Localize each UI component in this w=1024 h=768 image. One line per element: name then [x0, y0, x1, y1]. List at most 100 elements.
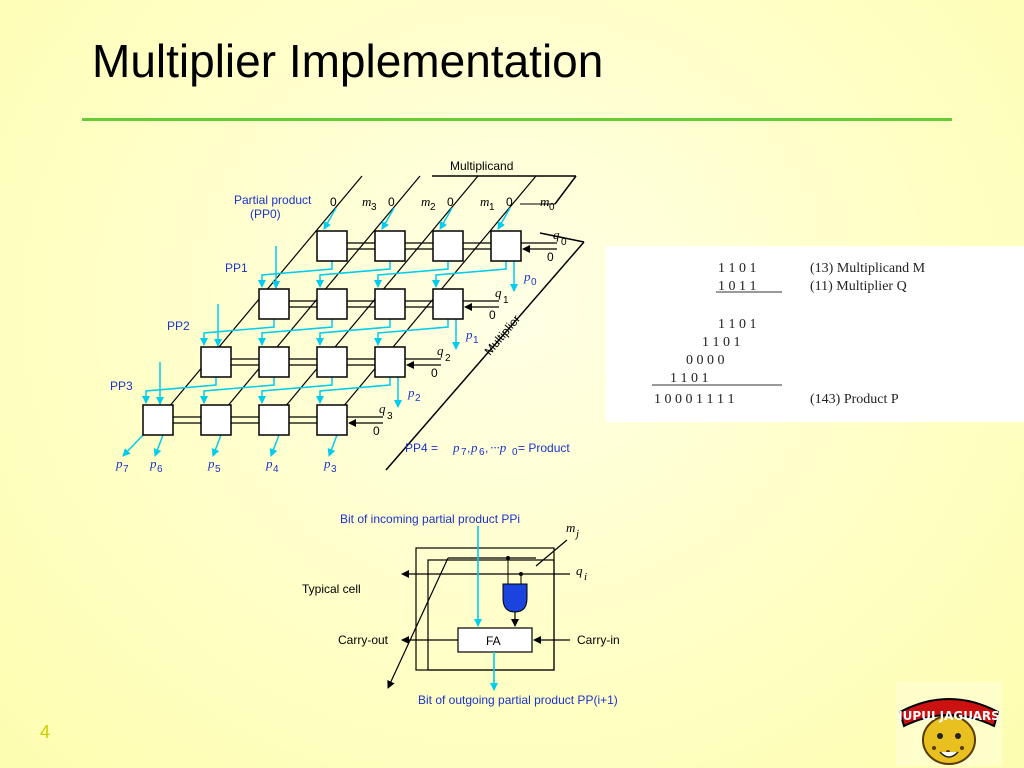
pp-wire [316, 377, 391, 404]
product-bit-subscript: 5 [215, 464, 221, 475]
svg-text:= Product: = Product [518, 441, 570, 455]
table-row-multiplier-desc: (11) Multiplier Q [810, 279, 907, 294]
pp0-bit-label: 0 [330, 195, 337, 209]
array-cell [258, 288, 290, 320]
multiplier-bit-label: q [495, 285, 502, 300]
product-bit-label: p [207, 456, 215, 471]
p-output [153, 434, 164, 457]
array-cell [374, 346, 406, 378]
multiplier-bit-label: q [553, 227, 560, 242]
array-cell [142, 404, 174, 436]
title-divider [82, 118, 952, 121]
pp0-bit-label: 0 [506, 195, 513, 209]
product-bit-label: p [265, 456, 273, 471]
product-bit-label: p [149, 456, 157, 471]
table-row-product-desc: (143) Product P [810, 392, 899, 407]
multiplier-bit-subscript: 2 [445, 353, 451, 364]
multiplier-label: Multiplier [482, 312, 524, 358]
table-row-partial-2: 1 1 0 1 [702, 335, 741, 350]
pp4-equation: PP4 = p 7 , p 6 , ···p 0 = Product [405, 440, 570, 458]
pp-wire [258, 261, 333, 288]
table-row-partial-1: 1 1 0 1 [718, 317, 757, 332]
carry-in-zero: 0 [489, 308, 496, 322]
pp0-label-sub: (PP0) [250, 207, 281, 221]
pp0-input [323, 207, 337, 230]
svg-text:m: m [566, 520, 575, 535]
example-multiplication-table: 1 1 0 1 (13) Multiplicand M 1 0 1 1 (11)… [652, 261, 926, 407]
pp0-input [497, 207, 511, 230]
array-cell [316, 230, 348, 262]
carry-in-zero: 0 [373, 424, 380, 438]
typical-cell-label: Typical cell [302, 582, 361, 596]
incoming-pp-label: Bit of incoming partial product PPi [340, 512, 520, 526]
array-cell [374, 230, 406, 262]
multiplier-bit-subscript: 1 [503, 295, 509, 306]
full-adder-box [457, 627, 533, 653]
multiplicand-bit-subscript: 1 [489, 202, 495, 213]
svg-text:p: p [452, 440, 460, 455]
array-cell [258, 346, 290, 378]
slide-title: Multiplier Implementation [92, 35, 604, 87]
carry-in-zero: 0 [547, 250, 554, 264]
table-row-product-bits: 1 0 0 0 1 1 1 1 [654, 392, 735, 407]
p-output [269, 434, 280, 457]
multiplicand-bit-label: m [421, 194, 430, 209]
product-bit-subscript: 0 [531, 277, 537, 288]
array-cell [316, 288, 348, 320]
qi-label: q i [576, 563, 587, 583]
svg-text:p: p [470, 440, 478, 455]
array-cell [432, 288, 464, 320]
array-wiring [385, 175, 585, 471]
and-gate-icon [502, 583, 528, 613]
multiplier-bit-subscript: 3 [387, 411, 393, 422]
array-cell [490, 230, 522, 262]
mj-label: m j [566, 520, 579, 540]
multiplicand-bit-label: m [362, 194, 371, 209]
carry-out-label: Carry-out [338, 633, 389, 647]
pp3-label: PP3 [110, 379, 133, 393]
multiplier-bit-subscript: 0 [561, 237, 567, 248]
typical-cell-diagram: FA [387, 526, 570, 691]
pp1-label: PP1 [225, 261, 248, 275]
p-output [327, 434, 338, 457]
svg-text:i: i [584, 571, 587, 583]
p-output [122, 434, 144, 457]
product-bit-subscript: 2 [415, 393, 421, 404]
pp-wire [374, 261, 449, 288]
pp0-input [381, 207, 395, 230]
pp-wire [374, 319, 449, 346]
pp2-label: PP2 [167, 319, 190, 333]
svg-text:PP4 =: PP4 = [405, 441, 438, 455]
slide-number: 4 [40, 722, 51, 742]
multiplicand-bit-subscript: 2 [430, 202, 436, 213]
product-bit-subscript: 3 [331, 464, 337, 475]
logo-text: IUPUI JAGUARS [898, 709, 1000, 723]
cell-outline-front [427, 559, 555, 671]
product-bit-label: p [407, 385, 415, 400]
product-bit-subscript: 1 [473, 335, 479, 346]
carry-in-zero: 0 [431, 366, 438, 380]
pp0-bit-label: 0 [388, 195, 395, 209]
table-row-multiplicand-bits: 1 1 0 1 [718, 261, 757, 276]
pp-wire [200, 319, 275, 346]
svg-text:j: j [574, 528, 579, 540]
product-bit-subscript: 7 [123, 464, 129, 475]
array-cell [258, 404, 290, 436]
multiplicand-bit-subscript: 3 [371, 202, 377, 213]
product-bit-label: p [115, 456, 123, 471]
multiplicand-bit-label: m [480, 194, 489, 209]
outgoing-pp-label: Bit of outgoing partial product PP(i+1) [418, 693, 618, 707]
multiplicand-bit-subscript: 0 [549, 202, 555, 213]
svg-text:0: 0 [512, 447, 518, 458]
example-table-panel [606, 246, 1024, 422]
table-row-multiplier-bits: 1 0 1 1 [718, 279, 757, 294]
pp0-bit-label: 0 [447, 195, 454, 209]
pp0-input [439, 207, 453, 230]
svg-text:,: , [467, 441, 470, 455]
pp-wire [258, 319, 333, 346]
array-cell [316, 346, 348, 378]
array-cell [200, 346, 232, 378]
svg-text:q: q [576, 563, 583, 578]
